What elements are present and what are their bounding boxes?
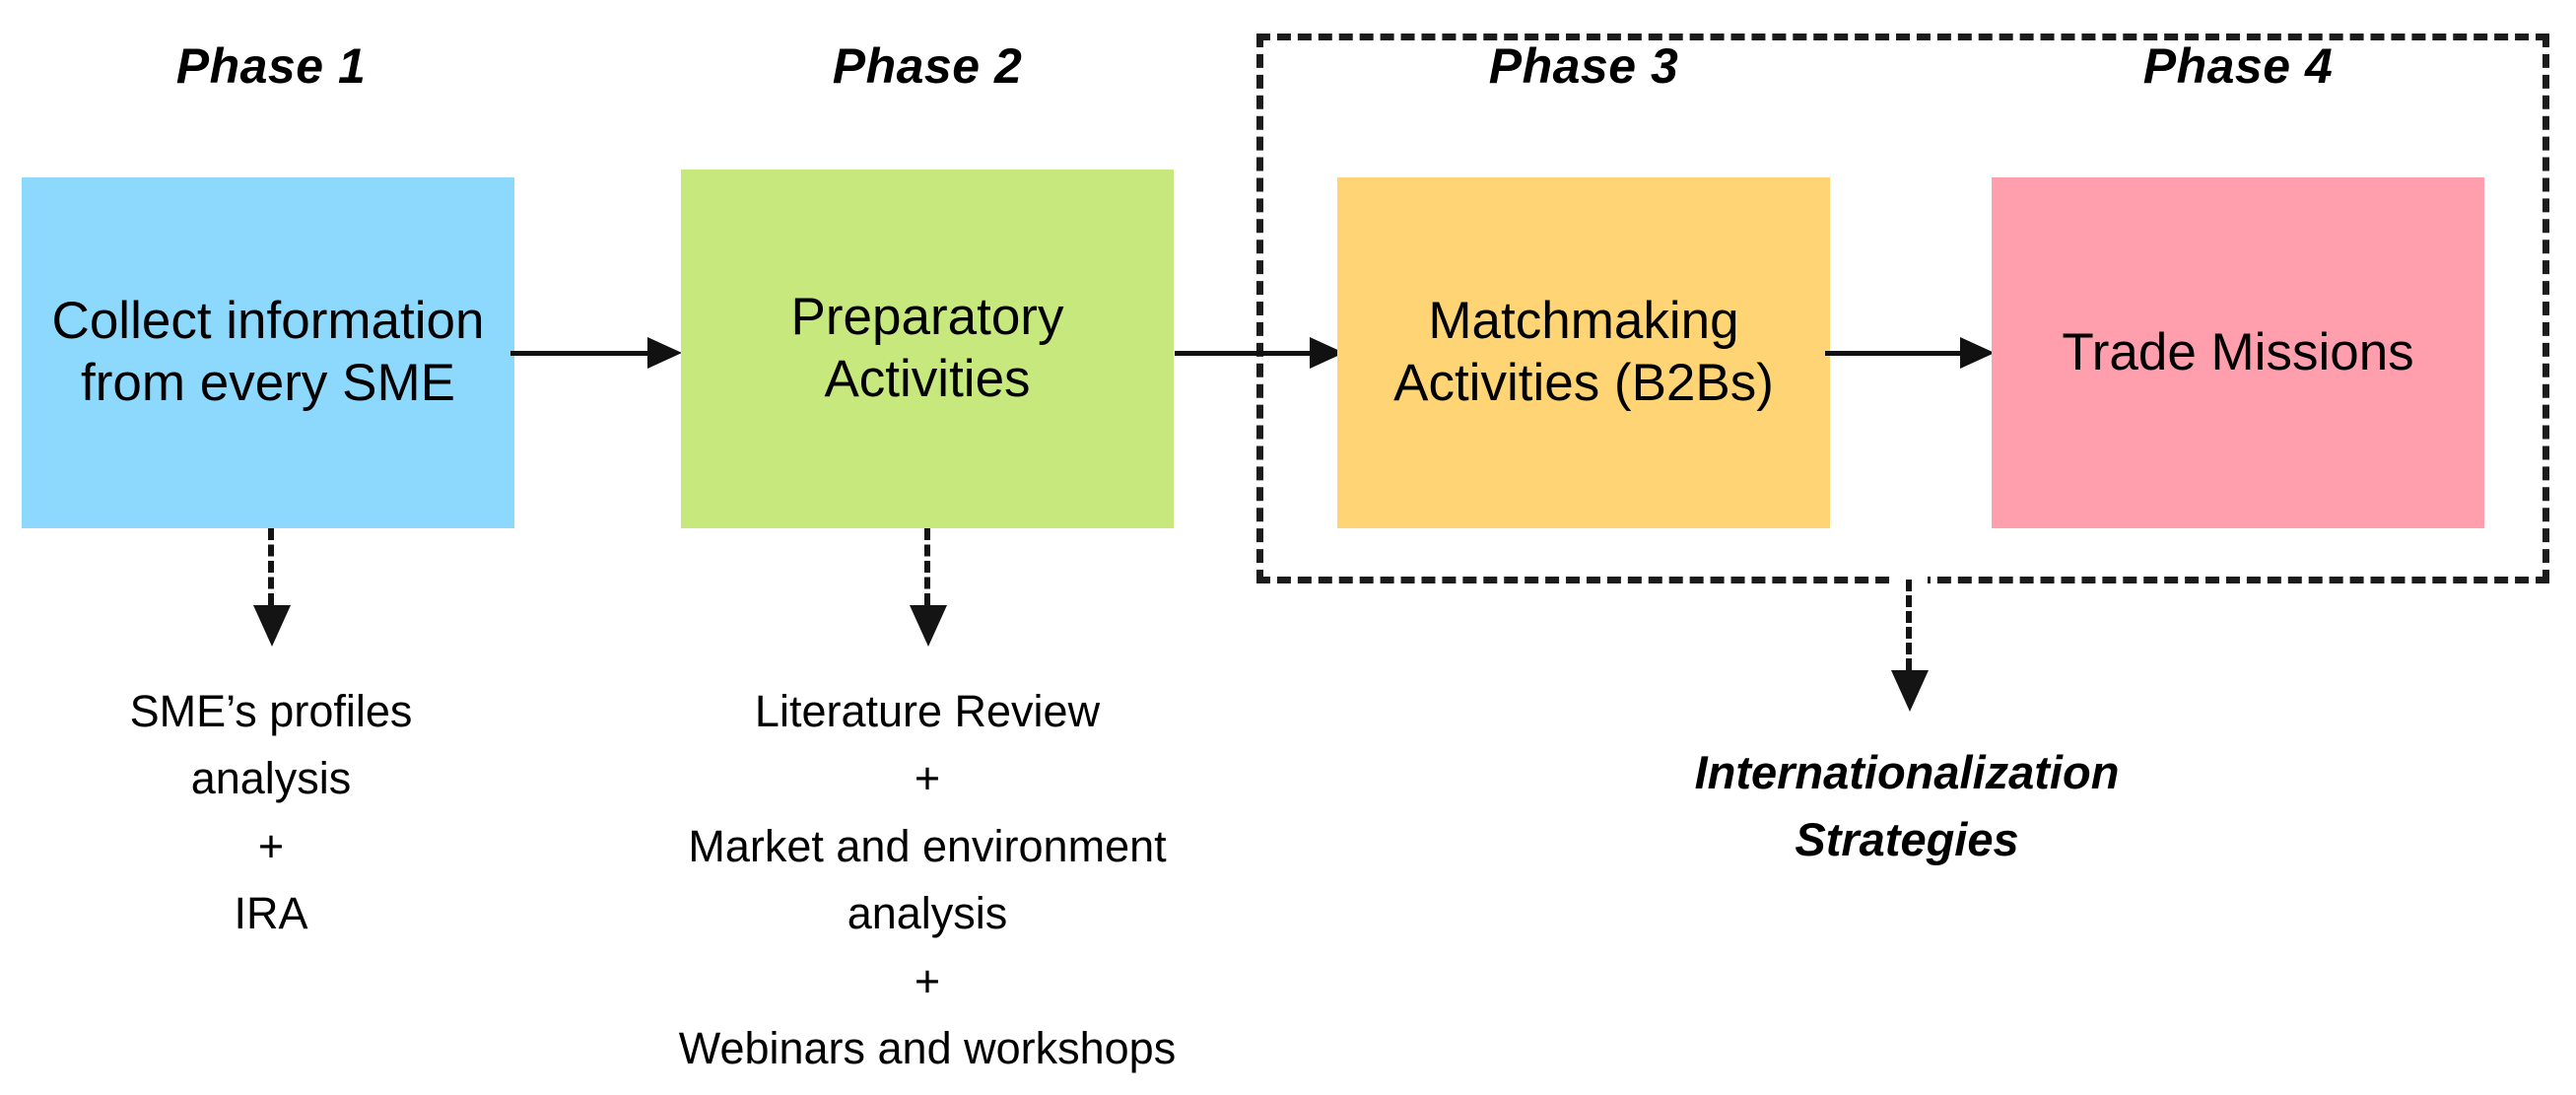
caption-line: + bbox=[914, 955, 941, 1006]
phase-2-caption: Literature Review + Market and environme… bbox=[607, 678, 1248, 1082]
phase-1-label: Phase 1 bbox=[175, 38, 367, 94]
phase-1-box-text: Collect information from every SME bbox=[51, 292, 485, 412]
caption-line: Webinars and workshops bbox=[678, 1022, 1177, 1073]
outcome-dashed-down-arrow bbox=[1889, 580, 1929, 714]
phase-3-box-text: Matchmaking Activities (B2Bs) bbox=[1393, 292, 1774, 412]
caption-line: IRA bbox=[234, 888, 308, 939]
phase-4-label: Phase 4 bbox=[2142, 38, 2334, 94]
phase-1-caption: SME’s profiles analysis + IRA bbox=[25, 678, 517, 948]
phase-1-dashed-down-arrow bbox=[251, 528, 291, 649]
caption-line: analysis bbox=[847, 888, 1008, 939]
outcome-caption-line: Strategies bbox=[1795, 813, 2019, 866]
phase-3-box[interactable]: Matchmaking Activities (B2Bs) bbox=[1337, 177, 1830, 528]
phase-4-box-text: Trade Missions bbox=[2062, 322, 2414, 381]
phase-4-box[interactable]: Trade Missions bbox=[1992, 177, 2484, 528]
outcome-caption: Internationalization Strategies bbox=[1587, 739, 2227, 873]
outcome-caption-line: Internationalization bbox=[1694, 746, 2120, 798]
phase-2-dashed-down-arrow bbox=[908, 528, 947, 649]
phase-3-label: Phase 3 bbox=[1488, 38, 1679, 94]
caption-line: Market and environment bbox=[688, 820, 1167, 871]
phase-1-box[interactable]: Collect information from every SME bbox=[22, 177, 514, 528]
caption-line: + bbox=[257, 820, 285, 871]
arrow-phase2-to-phase3 bbox=[1175, 337, 1344, 369]
caption-line: Literature Review bbox=[754, 686, 1101, 736]
phase-2-box-text: Preparatory Activities bbox=[790, 288, 1064, 408]
phase-2-box[interactable]: Preparatory Activities bbox=[681, 170, 1174, 528]
caption-line: SME’s profiles bbox=[129, 686, 413, 736]
phase-2-label: Phase 2 bbox=[832, 38, 1023, 94]
arrow-phase3-to-phase4 bbox=[1825, 337, 1995, 369]
caption-line: analysis bbox=[190, 753, 352, 804]
caption-line: + bbox=[914, 753, 941, 804]
arrow-phase1-to-phase2 bbox=[510, 337, 682, 369]
